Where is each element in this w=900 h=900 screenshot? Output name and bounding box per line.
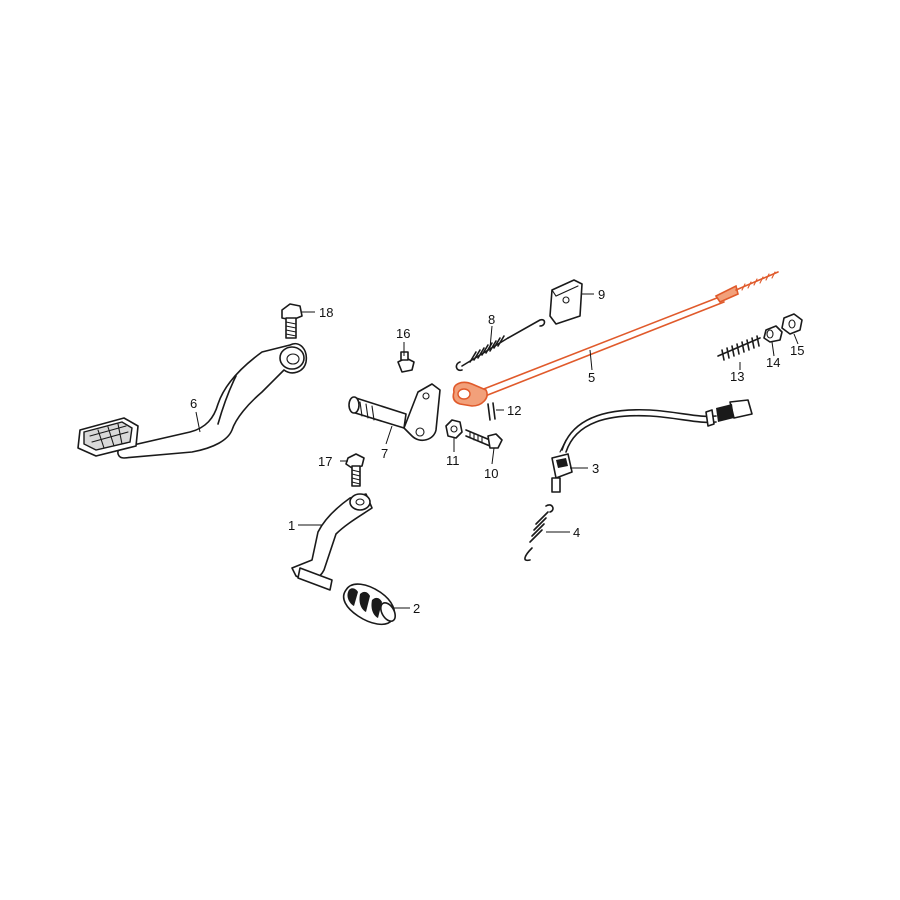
part-5-brake-rod-highlighted [452,271,779,407]
leader-14 [771,341,775,357]
callout-17: 17 [318,454,332,469]
part-11-nut [445,419,463,439]
part-2-footpeg-rubber [342,583,397,626]
leader-6 [195,411,201,433]
callout-13: 13 [730,369,744,384]
part-1-shift-arm [291,493,373,591]
callout-labels: 18 6 16 7 8 9 5 12 11 10 17 1 2 3 4 13 1… [190,287,804,616]
part-17-bolt [345,453,365,487]
callout-7: 7 [381,446,388,461]
part-13-spring [717,335,761,361]
callout-8: 8 [488,312,495,327]
leader-lines [195,293,799,609]
leader-8 [489,325,493,349]
callout-6: 6 [190,396,197,411]
callout-16: 16 [396,326,410,341]
callout-3: 3 [592,461,599,476]
callout-9: 9 [598,287,605,302]
callout-14: 14 [766,355,780,370]
part-3-stop-light-switch [551,399,753,493]
callout-4: 4 [573,525,580,540]
callout-12: 12 [507,403,521,418]
callout-15: 15 [790,343,804,358]
leader-5 [589,349,593,371]
leader-7 [385,425,393,445]
part-15-nut [781,313,803,335]
callout-5: 5 [588,370,595,385]
part-4-switch-spring [524,504,554,562]
leader-10 [491,447,495,465]
part-18-bolt [281,303,303,339]
callout-2: 2 [413,601,420,616]
part-16-bolt [397,351,415,373]
part-8-spring [455,318,546,372]
part-14-collar [763,325,783,343]
part-7-pedal-shaft [348,383,441,442]
callout-1: 1 [288,518,295,533]
part-6-brake-pedal [77,343,308,459]
callout-18: 18 [319,305,333,320]
part-10-bolt [465,429,503,449]
callout-10: 10 [484,466,498,481]
part-9-bracket [549,279,583,325]
part-12-cotter-pin [487,402,496,421]
callout-11: 11 [446,453,460,468]
leader-15 [793,333,799,345]
